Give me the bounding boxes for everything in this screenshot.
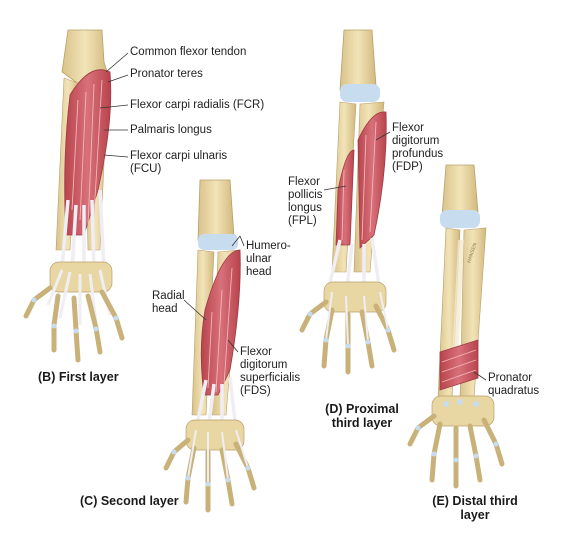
finger-tendons [325,291,389,347]
finger-bones [407,413,505,489]
humerus-bone [339,29,377,91]
flexor-muscle-mass [64,69,112,236]
carpal-cartilage [443,399,479,407]
finger-bones [23,285,125,363]
elbow-cartilage [198,234,238,250]
joint-cartilage [415,425,499,463]
panel-b-forearm [23,29,125,363]
fpl-muscle [335,149,355,246]
label-palmaris-longus: Palmaris longus [130,124,212,136]
wrist-tendons [60,189,106,271]
caption-first-layer: (B) First layer [38,370,119,384]
label-fdp: Flexor digitorum profundus (FDP) [392,122,444,173]
carpal-bones [323,281,387,313]
label-fcr: Flexor carpi radialis (FCR) [130,99,265,111]
label-fds: Flexor digitorum superficialis (FDS) [240,346,301,397]
joint-cartilage [171,449,251,487]
leader-pronator-quadratus [473,371,487,381]
leader-fcr [99,104,129,109]
fdp-tendons [326,237,382,297]
fds-tendons [194,377,238,433]
label-humero-ulnar-head: Humero- ulnar head [246,240,291,278]
leader-pronator-teres [107,74,129,83]
humerus-bone [441,164,479,217]
leader-radial-head [183,299,207,321]
label-fpl: Flexor pollicis longus (FPL) [288,176,323,227]
leader-fpl [323,185,347,191]
label-radial-head: Radial head [152,290,185,315]
caption-proximal-third-layer: (D) Proximal third layer [325,402,399,430]
leader-humero-ulnar [231,235,245,247]
joint-cartilage [307,311,391,349]
panel-c-forearm [163,179,257,513]
leader-fdp [375,131,391,141]
leader-lines [99,52,487,381]
panel-e-forearm [407,164,505,489]
panel-d-forearm [299,29,397,375]
leader-fds [227,339,239,353]
muscle-striations [207,267,233,393]
interosseous-membrane [452,240,464,360]
finger-bones [163,437,257,513]
carpal-bones [185,419,245,451]
elbow-cartilage [340,84,380,102]
fdp-muscle [357,111,387,249]
label-pronator-quadratus: Pronator quadratus [488,372,540,397]
label-fcu: Flexor carpi ulnaris (FCU) [130,150,228,175]
muscle-striations [441,349,477,383]
caption-second-layer: (C) Second layer [80,494,179,508]
finger-tendons [187,429,249,484]
elbow-cartilage [440,210,480,228]
muscle-striations [341,121,377,241]
leader-fcu [103,154,129,158]
caption-distal-third-layer: (E) Distal third layer [432,494,518,522]
humerus-bone [197,179,235,241]
label-common-flexor-tendon: Common flexor tendon [130,46,247,58]
label-pronator-teres: Pronator teres [130,68,203,80]
leader-common-flexor-tendon [105,52,129,73]
palm-tendons [46,269,112,325]
muscle-striations [71,79,103,227]
joint-cartilage [31,297,119,334]
